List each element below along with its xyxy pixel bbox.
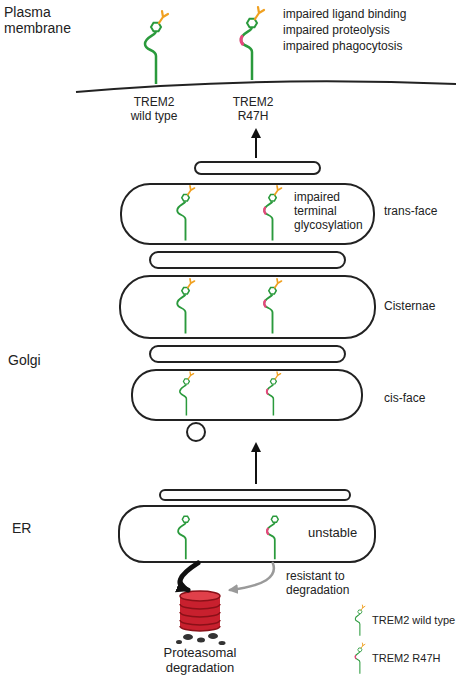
golgi-cisterna: impaired terminal glycosylation — [120, 183, 375, 245]
protein-label: TREM2 R47H — [228, 96, 278, 124]
golgi-cisterna — [150, 346, 345, 362]
golgi-cisterna — [120, 276, 375, 338]
trem2-r47h-glyph — [267, 516, 278, 559]
proteasome-ring — [180, 626, 220, 631]
golgi-face-label: trans-face — [384, 205, 456, 219]
peptide-fragment — [176, 640, 182, 644]
node-text: Proteasomal degradation — [150, 646, 250, 676]
peptide-fragment — [208, 633, 218, 639]
er-compartment: unstable — [118, 505, 376, 563]
peptide-fragment — [219, 641, 226, 645]
proteasome-ring — [180, 604, 220, 625]
legend-entry: TREM2 R47H — [352, 642, 459, 680]
plasma-membrane-line — [76, 81, 456, 92]
trem2-wt-glyph — [177, 186, 194, 241]
transport-arrow — [255, 444, 257, 484]
golgi-cisterna — [150, 252, 345, 268]
trem2-r47h-glyph — [241, 7, 264, 80]
legend-glyph — [352, 604, 370, 638]
peptide-fragment — [197, 638, 205, 643]
transport-arrow — [255, 130, 257, 158]
effect-note: impaired ligand binding — [283, 8, 453, 22]
node-text: impaired terminal glycosylation — [294, 191, 374, 232]
node-text: unstable — [308, 526, 370, 541]
compartment-label: ER — [12, 520, 52, 536]
proteasome: Proteasomal degradation — [150, 590, 250, 678]
compartment-label: Plasma membrane — [4, 4, 84, 36]
legend-entry: TREM2 wild type — [352, 604, 459, 642]
trem2-r47h-glyph — [264, 279, 281, 334]
budding-vesicle — [187, 423, 205, 441]
vesicle — [195, 162, 320, 174]
trem2-wt-glyph — [145, 11, 168, 84]
peptide-fragment — [183, 634, 193, 640]
degradation-arrow — [230, 563, 274, 590]
trem2-wt-glyph — [177, 279, 194, 334]
trem2-wt-glyph — [178, 516, 189, 559]
degradation-arrow — [180, 563, 198, 590]
edge-label: resistant to degradation — [286, 570, 366, 598]
protein-label: TREM2 wild type — [124, 96, 184, 124]
legend-glyph — [352, 642, 370, 676]
golgi-face-label: cis-face — [384, 392, 456, 406]
effect-note: impaired proteolysis — [283, 24, 453, 38]
compartment-label: Golgi — [8, 352, 68, 368]
trem2-wt-glyph — [180, 372, 194, 416]
proteasome-ring — [180, 591, 220, 601]
legend-text: TREM2 R47H — [372, 652, 459, 665]
trem2-r47h-glyph — [267, 372, 281, 416]
proteasome-shape — [150, 590, 250, 646]
golgi-face-label: Cisternae — [384, 300, 456, 314]
legend-text: TREM2 wild type — [372, 614, 459, 627]
trem2-r47h-glyph — [264, 186, 281, 241]
er-membrane — [160, 490, 350, 500]
effect-note: impaired phagocytosis — [283, 40, 453, 54]
golgi-cisterna — [132, 370, 362, 420]
